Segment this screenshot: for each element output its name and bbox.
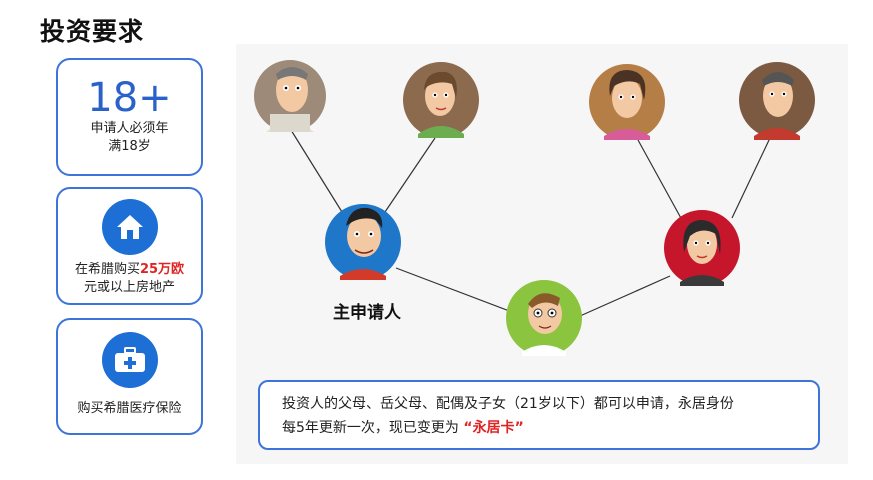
connector-parent2-main [384,137,436,213]
age-requirement-card: 18+ 申请人必须年 满18岁 [56,58,203,176]
property-text-line2: 元或以上房地产 [83,280,175,295]
age-text-line2: 满18岁 [108,139,151,154]
note-quote-open: “ [463,420,473,436]
property-amount: 25万欧 [139,262,185,277]
spouse-avatar [664,210,740,286]
property-requirement-card: 在希腊购买25万欧 元或以上房地产 [56,187,203,305]
connector-parent1-main [290,129,343,213]
property-text-line1: 在希腊购买25万欧 [58,261,201,279]
connector-inlaw2-spouse [731,137,771,219]
father-avatar [254,60,326,132]
eligibility-note: 投资人的父母、岳父母、配偶及子女（21岁以下）都可以申请，永居身份 每5年更新一… [258,380,820,450]
note-line2: 每5年更新一次，现已变更为 “永居卡” [282,416,796,440]
insurance-text: 购买希腊医疗保险 [77,401,182,416]
medical-kit-icon [101,332,158,388]
note-highlight: 永居卡 [472,420,515,436]
mother-avatar [403,62,479,138]
note-quote-close: ” [514,420,524,436]
connector-main-child [395,267,513,313]
note-line2-prefix: 每5年更新一次，现已变更为 [282,420,464,436]
connector-child-spouse [579,275,671,317]
connector-inlaw1-spouse [637,139,683,221]
property-text-prefix: 在希腊购买 [74,262,140,277]
house-icon [101,199,158,255]
father-in-law-avatar [739,62,815,140]
main-applicant-label: 主申请人 [333,303,401,323]
child-avatar [506,280,582,356]
note-line1: 投资人的父母、岳父母、配偶及子女（21岁以下）都可以申请，永居身份 [282,396,734,412]
main-applicant-avatar [325,204,401,280]
mother-in-law-avatar [589,64,665,140]
insurance-requirement-card: 购买希腊医疗保险 [56,318,203,435]
age-number: 18+ [87,75,172,121]
page-title: 投资要求 [40,17,145,46]
age-text-line1: 申请人必须年 [90,121,169,136]
tree-connectors [290,129,771,317]
